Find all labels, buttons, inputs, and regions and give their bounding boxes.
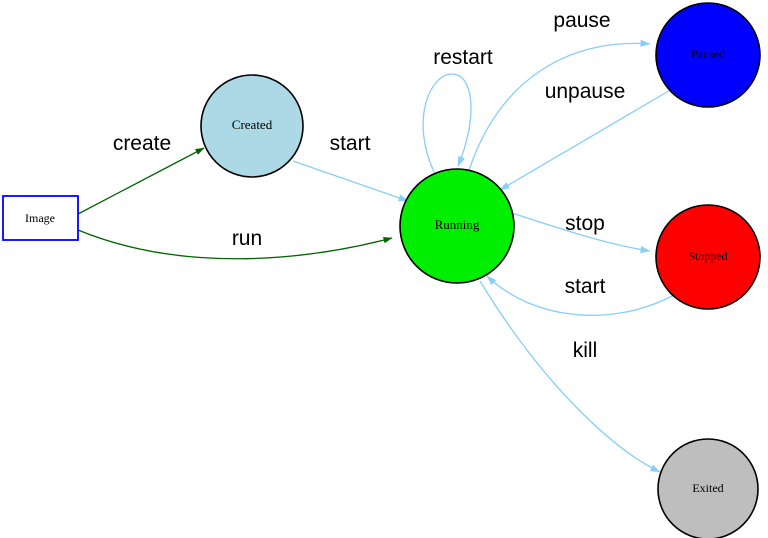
node-running-shape[interactable]	[399, 168, 515, 284]
edge-label-stop: stop	[565, 212, 605, 235]
node-image-label: Image	[25, 211, 55, 225]
node-image-shape[interactable]	[2, 195, 79, 241]
node-exited-shape[interactable]	[657, 438, 759, 538]
edge-label-start-stopped: start	[565, 275, 606, 298]
node-running[interactable]: Running	[399, 168, 515, 284]
node-image[interactable]: Image	[2, 195, 79, 241]
node-paused[interactable]: Paused	[655, 2, 761, 108]
node-running-label: Running	[435, 217, 480, 232]
node-stopped-label: Stopped	[688, 249, 727, 263]
edge-label-pause: pause	[553, 9, 610, 32]
edge-start-created[interactable]	[292, 160, 409, 202]
node-created-shape[interactable]	[200, 74, 304, 178]
edge-create[interactable]	[77, 147, 205, 215]
edge-label-create: create	[113, 132, 171, 155]
edge-label-start-created: start	[330, 132, 371, 155]
edge-restart[interactable]	[422, 73, 472, 173]
node-created-label: Created	[232, 117, 273, 132]
node-paused-shape[interactable]	[655, 2, 761, 108]
edge-kill[interactable]	[479, 280, 661, 473]
edge-unpause[interactable]	[499, 88, 673, 191]
edge-pause[interactable]	[468, 39, 651, 171]
edge-run[interactable]	[77, 229, 393, 260]
edge-label-unpause: unpause	[545, 80, 626, 103]
node-exited[interactable]: Exited	[657, 438, 759, 538]
edge-stop[interactable]	[511, 212, 651, 254]
edge-label-restart: restart	[433, 46, 493, 69]
edges-layer	[77, 39, 677, 473]
node-stopped[interactable]: Stopped	[655, 204, 761, 310]
edge-labels-layer: create run start restart pause unpause s…	[113, 9, 625, 362]
node-created[interactable]: Created	[200, 74, 304, 178]
node-paused-label: Paused	[691, 47, 725, 61]
node-exited-label: Exited	[692, 481, 723, 495]
node-stopped-shape[interactable]	[655, 204, 761, 310]
edge-start-stopped[interactable]	[486, 275, 677, 316]
edge-label-run: run	[232, 227, 262, 250]
edge-label-kill: kill	[573, 339, 598, 362]
